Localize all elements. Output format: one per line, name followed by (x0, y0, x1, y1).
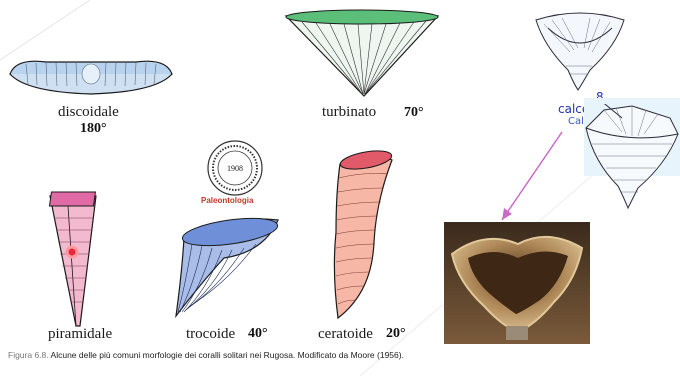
pointer-arrow (494, 128, 574, 228)
caption-text: Alcune delle più comuni morfologie dei c… (51, 350, 404, 360)
publisher-seal: 1908 (205, 138, 265, 198)
angle-discoidale: 180° (80, 121, 107, 137)
piramidale-drawing (46, 188, 106, 328)
label-piramidale: piramidale (48, 326, 112, 343)
calceola-photo (444, 222, 590, 344)
caption-figure-number: Figura 6.8. (8, 350, 49, 360)
seal-year: 1908 (227, 164, 243, 173)
label-turbinato: turbinato (322, 104, 376, 121)
label-trocoide: trocoide (186, 326, 235, 343)
discoidale-drawing (6, 48, 176, 108)
angle-turbinato: 70° (404, 105, 424, 121)
calceola-sketch (530, 6, 630, 96)
angle-ceratoide: 20° (386, 326, 406, 342)
calceola-sketch-2 (582, 104, 680, 214)
figure-caption: Figura 6.8. Alcune delle più comuni morf… (8, 350, 438, 360)
label-discoidale: discoidale (58, 104, 119, 121)
trocoide-drawing (172, 212, 282, 322)
label-ceratoide: ceratoide (318, 326, 373, 343)
seal-caption: Paleontologia (201, 196, 253, 205)
angle-trocoide: 40° (248, 326, 268, 342)
turbinato-drawing (282, 8, 442, 98)
ceratoide-drawing (318, 142, 408, 322)
